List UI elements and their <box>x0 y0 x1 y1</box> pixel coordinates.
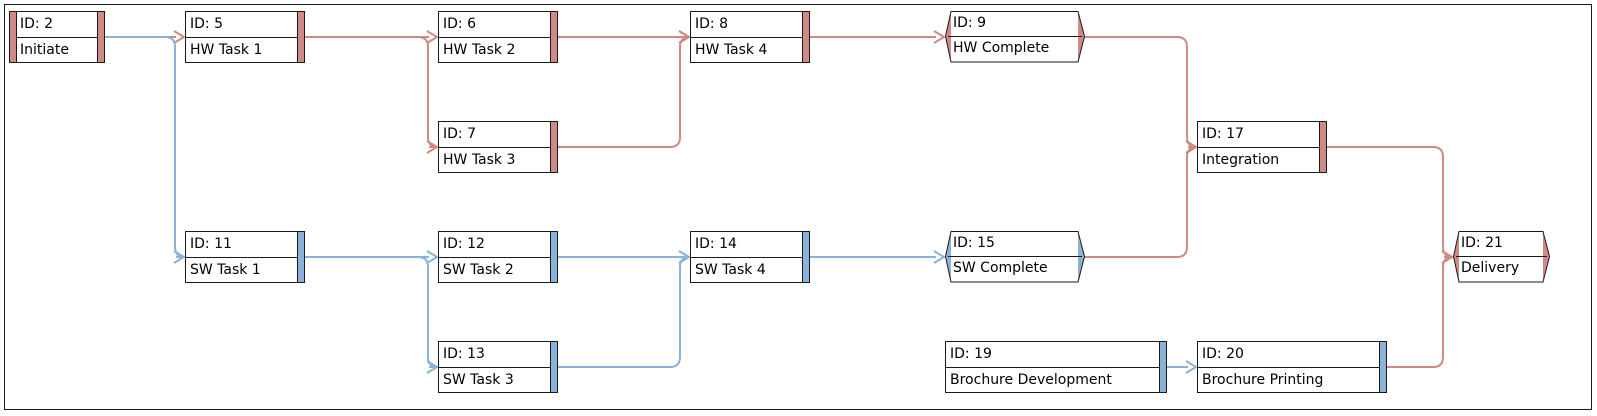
task-name-label: Integration <box>1198 147 1326 173</box>
task-name-label: SW Task 3 <box>439 367 557 393</box>
task-id-label: ID: 2 <box>20 16 53 32</box>
task-id-label: ID: 7 <box>443 126 476 142</box>
milestone-shape <box>945 11 1085 63</box>
task-color-bar <box>550 342 557 392</box>
link-9-to-17 <box>1085 36 1198 148</box>
task-color-bar <box>802 232 809 282</box>
task-node-7[interactable]: ID: 7 HW Task 3 <box>438 121 558 173</box>
task-node-19[interactable]: ID: 19 Brochure Development <box>945 341 1167 393</box>
arrowhead-6 <box>426 30 439 44</box>
task-node-12[interactable]: ID: 12 SW Task 2 <box>438 231 558 283</box>
link-2-to-11 <box>105 36 186 258</box>
arrowhead-21 <box>1441 250 1454 264</box>
arrowhead-13 <box>426 360 439 374</box>
task-color-bar <box>550 122 557 172</box>
task-node-2[interactable]: ID: 2 Initiate <box>9 11 105 63</box>
task-color-bar-left <box>10 12 17 62</box>
task-node-8[interactable]: ID: 8 HW Task 4 <box>690 11 810 63</box>
task-id-label: ID: 21 <box>1461 235 1503 251</box>
task-name-label: SW Complete <box>953 260 1048 276</box>
arrowhead-17 <box>1185 140 1198 154</box>
link-5-to-7 <box>305 36 439 148</box>
task-name-label: Brochure Printing <box>1198 367 1386 393</box>
task-node-5[interactable]: ID: 5 HW Task 1 <box>185 11 305 63</box>
task-name-label: SW Task 4 <box>691 257 809 283</box>
arrowhead-15 <box>933 250 946 264</box>
task-name-label: HW Task 2 <box>439 37 557 63</box>
task-name-label: SW Task 2 <box>439 257 557 283</box>
task-id-label: ID: 12 <box>443 236 485 252</box>
task-color-bar <box>550 232 557 282</box>
arrowhead-9 <box>933 30 946 44</box>
task-id-label: ID: 20 <box>1202 346 1244 362</box>
task-id-label: ID: 13 <box>443 346 485 362</box>
task-color-bar <box>1319 122 1326 172</box>
task-color-bar <box>297 12 304 62</box>
link-20-to-21 <box>1387 256 1454 368</box>
link-13-to-14 <box>558 256 691 368</box>
task-name-label: HW Task 3 <box>439 147 557 173</box>
arrowhead-8 <box>678 30 691 44</box>
arrowhead-11 <box>173 250 186 264</box>
task-id-label: ID: 9 <box>953 15 986 31</box>
link-15-to-17 <box>1085 146 1198 258</box>
task-name-label: Delivery <box>1461 260 1520 276</box>
link-11-to-13 <box>305 256 439 368</box>
task-color-bar <box>1379 342 1386 392</box>
task-node-9[interactable]: ID: 9 HW Complete <box>945 11 1085 63</box>
arrowhead-14 <box>678 250 691 264</box>
task-node-11[interactable]: ID: 11 SW Task 1 <box>185 231 305 283</box>
arrowhead-20 <box>1185 360 1198 374</box>
task-node-17[interactable]: ID: 17 Integration <box>1197 121 1327 173</box>
task-color-bar <box>1159 342 1166 392</box>
task-node-6[interactable]: ID: 6 HW Task 2 <box>438 11 558 63</box>
dependency-links <box>105 30 1454 374</box>
link-7-to-8 <box>558 36 691 148</box>
task-node-15[interactable]: ID: 15 SW Complete <box>945 231 1085 283</box>
task-node-13[interactable]: ID: 13 SW Task 3 <box>438 341 558 393</box>
task-name-label: HW Task 4 <box>691 37 809 63</box>
task-name-label: HW Complete <box>953 40 1050 56</box>
task-node-21[interactable]: ID: 21 Delivery <box>1453 231 1550 283</box>
milestone-shape <box>1453 231 1550 283</box>
task-color-bar <box>297 232 304 282</box>
task-name-label: Initiate <box>10 37 104 63</box>
task-id-label: ID: 8 <box>695 16 728 32</box>
task-id-label: ID: 17 <box>1202 126 1244 142</box>
task-id-label: ID: 14 <box>695 236 737 252</box>
task-id-label: ID: 6 <box>443 16 476 32</box>
milestone-shape <box>945 231 1085 283</box>
arrowhead-5 <box>173 30 186 44</box>
network-diagram-canvas: ID: 2 Initiate ID: 5 HW Task 1 ID: 6 HW Task … <box>4 4 1592 410</box>
task-name-label: HW Task 1 <box>186 37 304 63</box>
task-id-label: ID: 19 <box>950 346 992 362</box>
task-color-bar <box>97 12 104 62</box>
task-name-label: SW Task 1 <box>186 257 304 283</box>
task-color-bar <box>802 12 809 62</box>
arrowhead-7 <box>426 140 439 154</box>
link-17-to-21 <box>1327 146 1454 258</box>
arrowhead-12 <box>426 250 439 264</box>
task-id-label: ID: 11 <box>190 236 232 252</box>
task-node-20[interactable]: ID: 20 Brochure Printing <box>1197 341 1387 393</box>
task-node-14[interactable]: ID: 14 SW Task 4 <box>690 231 810 283</box>
task-color-bar <box>550 12 557 62</box>
task-id-label: ID: 5 <box>190 16 223 32</box>
task-name-label: Brochure Development <box>946 367 1166 393</box>
task-id-label: ID: 15 <box>953 235 995 251</box>
